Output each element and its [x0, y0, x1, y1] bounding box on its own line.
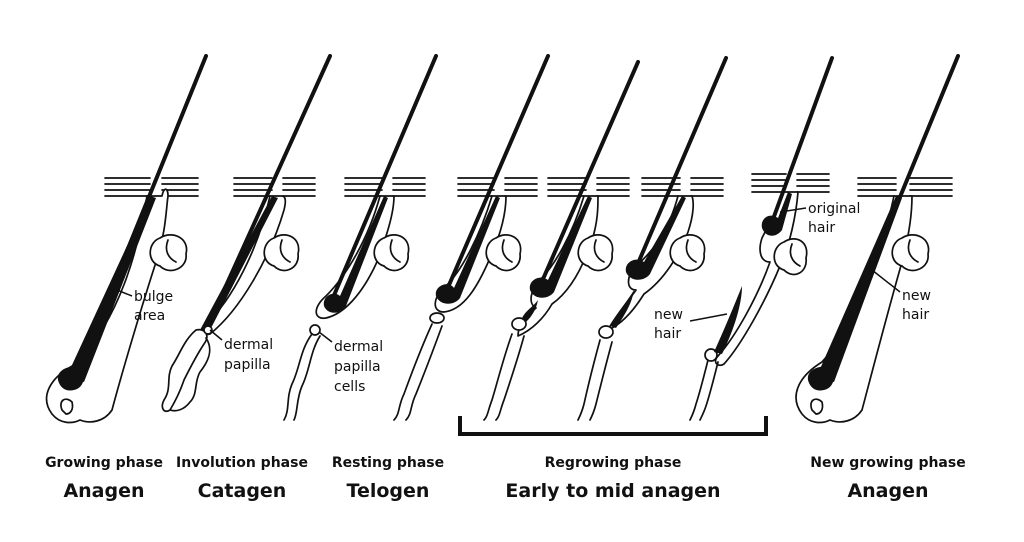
skin-surface-lines — [233, 177, 316, 197]
dermal-papilla-cells — [309, 324, 321, 336]
regrowing-bracket — [458, 416, 768, 436]
label-line: cells — [334, 379, 365, 395]
skin-surface-lines — [104, 177, 199, 197]
gland-lobe-line — [279, 239, 291, 263]
original-hair-club — [761, 192, 792, 236]
dermal-papilla — [511, 317, 527, 331]
leader-line — [779, 207, 807, 213]
hair-root — [816, 196, 902, 382]
follicle-late-anagen — [689, 56, 834, 421]
label-line: hair — [808, 220, 835, 236]
follicle-early-anagen — [393, 54, 550, 421]
stage-phase-growing: Growing phase — [45, 455, 163, 471]
gland-lobe-line — [501, 239, 513, 263]
hair-club — [625, 196, 686, 280]
label-line: new — [654, 307, 683, 323]
label-line: dermal — [224, 337, 273, 353]
dermal-papilla — [598, 325, 614, 339]
leader-line — [209, 329, 223, 341]
stage-phase-regrowing: Regrowing phase — [545, 455, 682, 471]
gland-lobe-line — [685, 239, 697, 263]
follicle-new-anagen — [795, 54, 960, 424]
follicle-mid-anagen — [577, 56, 728, 421]
label-line: papilla — [224, 357, 271, 373]
skin-surface-lines — [857, 177, 953, 197]
stage-name-anagen-new: Anagen — [847, 480, 928, 502]
gland-lobe-line — [593, 239, 605, 263]
hair-club — [323, 196, 388, 313]
leader-line — [689, 313, 728, 322]
stage-phase-involution: Involution phase — [176, 455, 308, 471]
follicle-anagen — [45, 54, 208, 424]
annotation-dermal-papilla: dermal papilla — [209, 329, 273, 373]
skin-surface-lines — [751, 173, 830, 193]
annotation-new-hair-regrowing: new hair — [654, 307, 728, 342]
new-hair — [610, 290, 634, 328]
label-line: area — [134, 308, 165, 324]
label-line: hair — [902, 307, 929, 323]
original-hair-shaft — [770, 56, 834, 224]
germ-strand — [393, 323, 443, 421]
sebaceous-gland — [891, 234, 930, 272]
stage-labels: Growing phase Anagen Involution phase Ca… — [45, 455, 966, 502]
skin-surface-lines — [641, 177, 724, 197]
annotation-dermal-papilla-cells: dermal papilla cells — [318, 331, 383, 395]
stage-name-catagen: Catagen — [198, 480, 287, 502]
stage-name-early-to-mid-anagen: Early to mid anagen — [505, 480, 720, 502]
annotation-bulge-area: bulge area — [116, 289, 173, 324]
regressing-sheath-wave — [169, 337, 211, 412]
hair-shaft — [330, 54, 438, 302]
leader-line — [116, 289, 133, 297]
follicle-telogen — [283, 54, 438, 421]
germ-strand — [483, 333, 525, 421]
skin-surface-lines — [457, 177, 538, 197]
follicle-catagen — [161, 54, 332, 413]
stage-name-anagen: Anagen — [63, 480, 144, 502]
label-line: hair — [654, 326, 681, 342]
label-line: bulge — [134, 289, 173, 305]
skin-surface-lines — [547, 177, 630, 197]
stage-phase-resting: Resting phase — [332, 455, 444, 471]
stage-phase-new-growing: New growing phase — [810, 455, 965, 471]
annotation-original-hair: original hair — [779, 201, 860, 236]
leader-line — [871, 269, 901, 293]
germ-strand — [577, 339, 613, 421]
gland-lobe-line — [907, 239, 919, 263]
dermal-papilla — [810, 398, 824, 415]
follicle-early-mid-anagen — [483, 60, 640, 421]
leader-line — [318, 331, 333, 343]
hair-root — [66, 196, 156, 382]
stage-name-telogen: Telogen — [347, 480, 430, 502]
annotation-new-hair-anagen: new hair — [871, 269, 931, 323]
label-line: new — [902, 288, 931, 304]
label-line: dermal — [334, 339, 383, 355]
sebaceous-gland — [149, 234, 188, 272]
label-line: papilla — [334, 359, 381, 375]
hair-shaft — [538, 60, 640, 288]
dermal-papilla — [60, 398, 74, 415]
hair-club — [435, 196, 500, 304]
hair-shaft — [444, 54, 550, 294]
new-hair-germ — [522, 300, 538, 322]
lower-sheath — [689, 359, 719, 421]
dermal-papilla — [203, 325, 213, 335]
new-hair — [714, 286, 742, 354]
skin-surface-lines — [344, 177, 426, 197]
germ-strand — [283, 333, 321, 421]
label-line: original — [808, 201, 860, 217]
dermal-papilla — [429, 312, 445, 324]
gland-lobe-line — [789, 243, 801, 267]
hair-club — [200, 196, 278, 334]
hair-club — [529, 196, 592, 298]
gland-lobe-line — [389, 239, 401, 263]
gland-lobe-line — [165, 239, 177, 263]
hair-shaft — [634, 56, 728, 270]
